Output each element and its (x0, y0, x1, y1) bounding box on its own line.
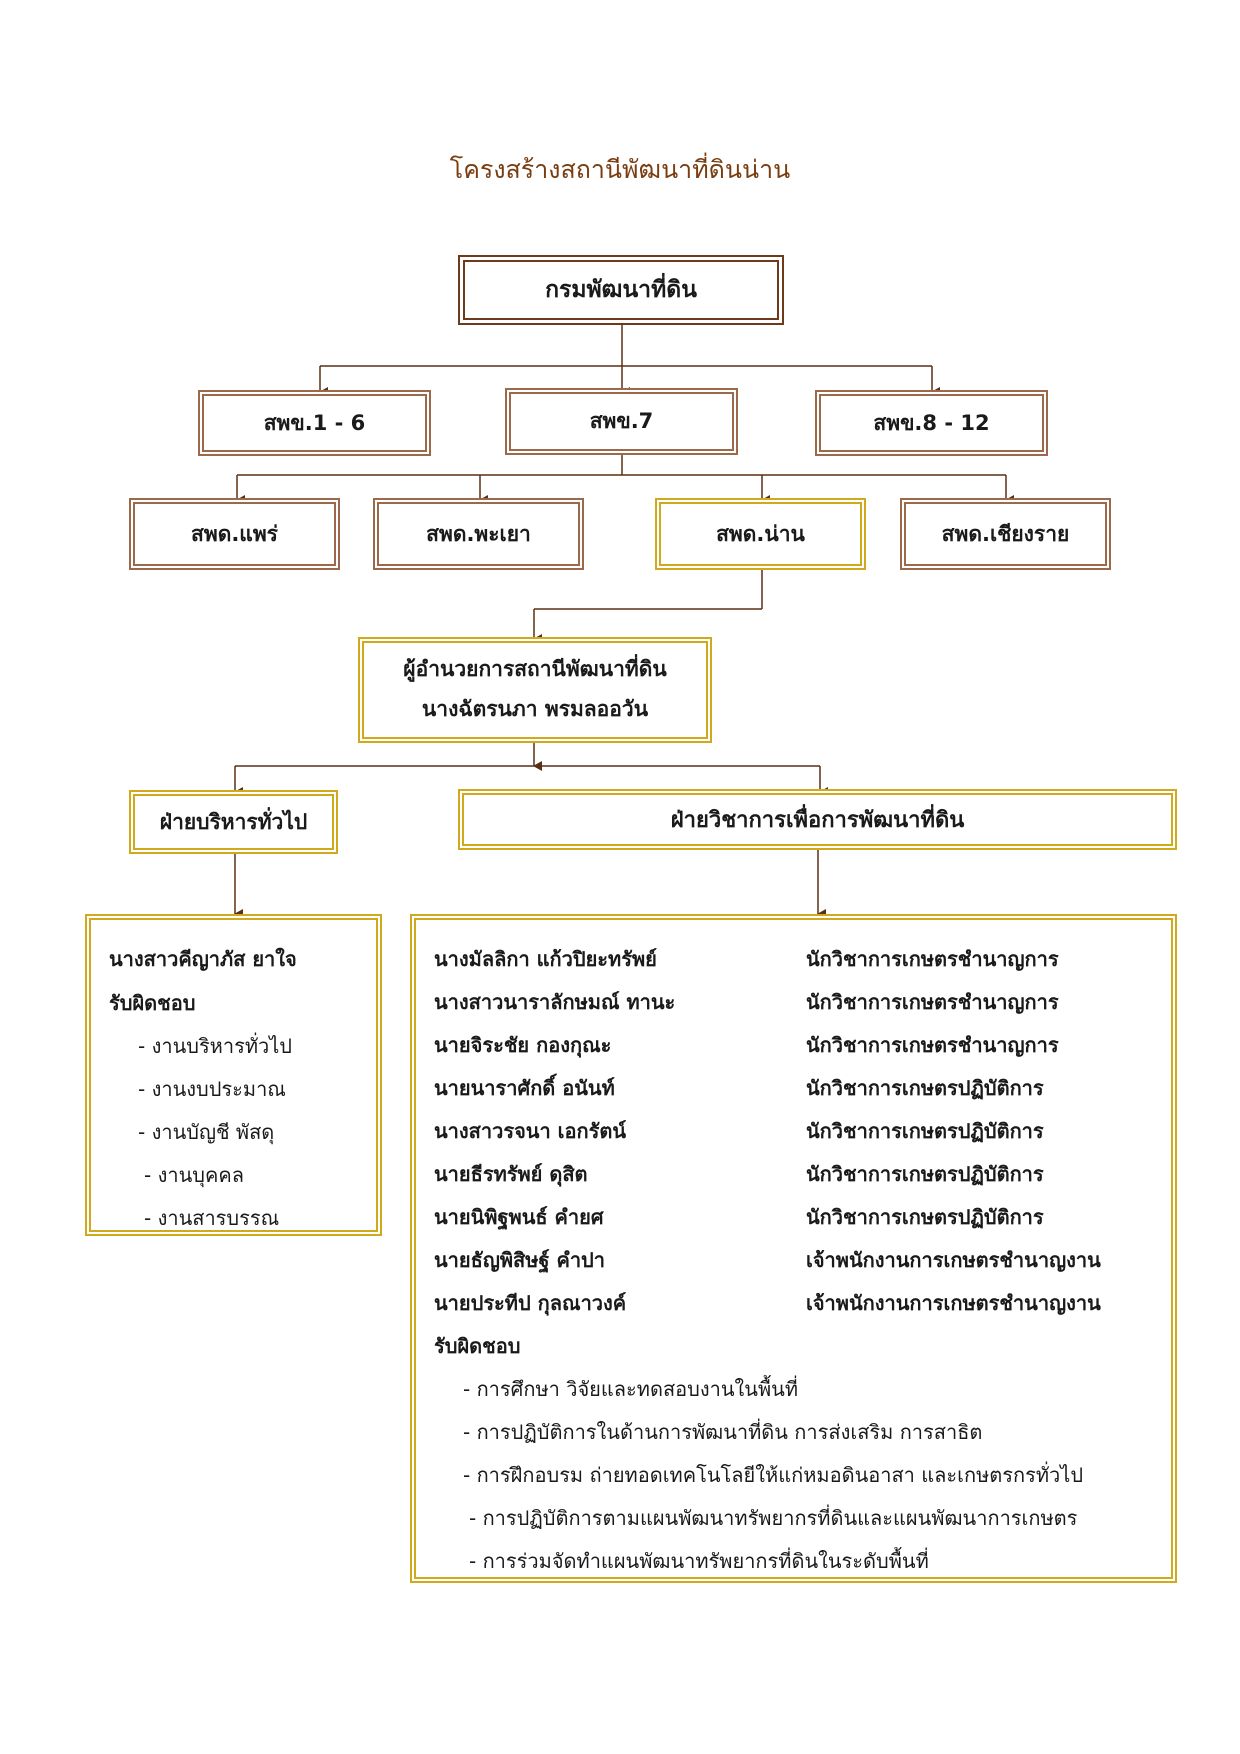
staff-name: นายประทีป กุลณาวงค์ (434, 1291, 627, 1315)
staff-title: นักวิชาการเกษตรชำนาญการ (806, 1033, 1059, 1057)
staff-title: นักวิชาการเกษตรปฏิบัติการ (806, 1162, 1044, 1186)
staff-name: นายนิพิฐพนธ์ คำยศ (434, 1205, 604, 1229)
station-box-phayao: สพด.พะเยา (373, 498, 584, 570)
staff-title: นักวิชาการเกษตรปฏิบัติการ (806, 1119, 1044, 1143)
staff-title: นักวิชาการเกษตรปฏิบัติการ (806, 1076, 1044, 1100)
director-box: ผู้อำนวยการสถานีพัฒนาที่ดิน นางฉัตรนภา พ… (358, 637, 712, 743)
admin-person: นางสาวคีญาภัส ยาใจ (109, 947, 297, 971)
station-label: สพด.แพร่ (191, 521, 278, 546)
admin-resp-label: รับผิดชอบ (109, 991, 196, 1015)
root-box: กรมพัฒนาที่ดิน (458, 255, 784, 325)
admin-duty: - งานบุคคล (144, 1163, 244, 1187)
admin-duty: - งานสารบรรณ (144, 1206, 280, 1230)
staff-title: เจ้าพนักงานการเกษตรชำนาญงาน (806, 1291, 1101, 1315)
admin-division-label: ฝ่ายบริหารทั่วไป (159, 809, 308, 834)
station-label: สพด.พะเยา (426, 521, 531, 546)
technical-duty: - การร่วมจัดทำแผนพัฒนาทรัพยากรที่ดินในระ… (469, 1549, 929, 1573)
root-label: กรมพัฒนาที่ดิน (545, 277, 697, 303)
station-box-phrae: สพด.แพร่ (129, 498, 340, 570)
staff-name: นางสาวนาราลักษมณ์ ทานะ (434, 990, 676, 1014)
admin-duty: - งานงบประมาณ (138, 1077, 286, 1101)
technical-duty: - การปฏิบัติการตามแผนพัฒนาทรัพยากรที่ดิน… (469, 1506, 1078, 1530)
region-box-8: สพข.8 - 12 (815, 390, 1048, 456)
staff-name: นางสาวรจนา เอกรัตน์ (434, 1119, 627, 1143)
staff-title: นักวิชาการเกษตรชำนาญการ (806, 947, 1059, 971)
staff-name: นายนาราศักดิ์ อนันท์ (434, 1076, 615, 1100)
station-box-chiangrai: สพด.เชียงราย (900, 498, 1111, 570)
staff-title: นักวิชาการเกษตรชำนาญการ (806, 990, 1059, 1014)
region-box-1: สพข.1 - 6 (198, 390, 431, 456)
staff-name: นายธีรทรัพย์ ดุสิต (434, 1162, 588, 1186)
page-title: โครงสร้างสถานีพัฒนาที่ดินน่าน (449, 155, 791, 184)
station-label: สพด.น่าน (716, 521, 805, 546)
technical-panel: นางมัลลิกา แก้วปิยะทรัพย์ นักวิชาการเกษต… (410, 914, 1177, 1583)
staff-name: นายธัญพิสิษฐ์ คำปา (434, 1248, 605, 1272)
director-position: ผู้อำนวยการสถานีพัฒนาที่ดิน (403, 657, 667, 682)
admin-division-box: ฝ่ายบริหารทั่วไป (129, 790, 338, 854)
technical-division-box: ฝ่ายวิชาการเพื่อการพัฒนาที่ดิน (458, 789, 1177, 850)
technical-division-label: ฝ่ายวิชาการเพื่อการพัฒนาที่ดิน (670, 808, 965, 833)
station-box-nan: สพด.น่าน (655, 498, 866, 570)
admin-duty: - งานบัญชี พัสดุ (138, 1120, 275, 1144)
technical-duty: - การปฏิบัติการในด้านการพัฒนาที่ดิน การส… (463, 1420, 983, 1444)
staff-name: นายจิระชัย กองกุณะ (434, 1033, 612, 1057)
staff-name: นางมัลลิกา แก้วปิยะทรัพย์ (434, 947, 657, 971)
station-label: สพด.เชียงราย (941, 521, 1070, 546)
region-label: สพข.1 - 6 (263, 410, 366, 435)
region-label: สพข.8 - 12 (873, 410, 990, 435)
technical-duty: - การศึกษา วิจัยและทดสอบงานในพื้นที่ (463, 1377, 799, 1401)
staff-title: นักวิชาการเกษตรปฏิบัติการ (806, 1205, 1044, 1229)
staff-title: เจ้าพนักงานการเกษตรชำนาญงาน (806, 1248, 1101, 1272)
admin-duty: - งานบริหารทั่วไป (138, 1034, 293, 1058)
region-box-7: สพข.7 (505, 388, 738, 455)
director-name: นางฉัตรนภา พรมลออวัน (421, 697, 649, 721)
admin-panel: นางสาวคีญาภัส ยาใจ รับผิดชอบ - งานบริหาร… (85, 914, 382, 1236)
technical-duty: - การฝึกอบรม ถ่ายทอดเทคโนโลยีให้แก่หมอดิ… (463, 1463, 1084, 1487)
region-label: สพข.7 (589, 409, 654, 433)
technical-resp-label: รับผิดชอบ (434, 1334, 521, 1358)
